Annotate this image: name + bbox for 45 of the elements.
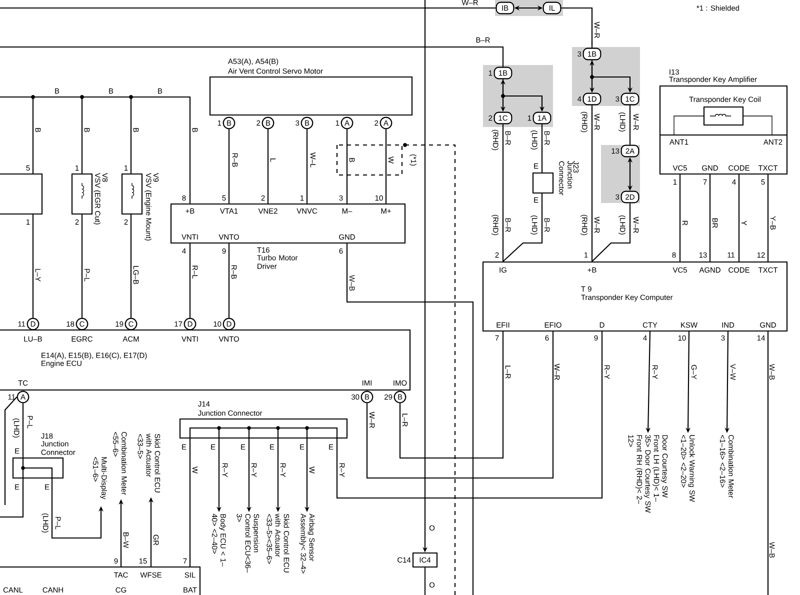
wire [591, 105, 593, 262]
ecu-box [0, 329, 411, 391]
wire [385, 129, 387, 204]
junction-connector-box [532, 161, 579, 196]
junction-connector-box [179, 401, 348, 439]
ecu-box [0, 566, 201, 595]
wire [346, 244, 474, 595]
valve-box [121, 172, 159, 241]
wire [399, 332, 504, 459]
wire [81, 214, 83, 318]
wire [738, 174, 740, 262]
wire [189, 244, 191, 318]
wire [32, 214, 34, 318]
wire [0, 478, 24, 518]
wire [0, 7, 496, 9]
wire [0, 96, 191, 204]
wire [189, 438, 191, 566]
wire [629, 105, 631, 145]
wire [228, 244, 230, 318]
wire [366, 332, 554, 479]
wire [336, 332, 603, 499]
wire [767, 332, 769, 595]
motor-box [209, 58, 413, 116]
wire [0, 46, 504, 67]
wire [346, 129, 348, 204]
amplifier-box [659, 69, 788, 175]
valve-box [71, 172, 108, 224]
wire [679, 174, 681, 262]
component-box [0, 173, 43, 215]
wire [502, 124, 504, 262]
coil-box [689, 96, 760, 126]
wire [592, 203, 631, 262]
wire [561, 7, 593, 48]
wire [4, 396, 18, 505]
wire [228, 129, 230, 204]
wire [502, 194, 543, 262]
computer-box [482, 261, 788, 332]
wire [424, 568, 426, 595]
wire [130, 214, 132, 318]
wire [767, 174, 769, 262]
wire [22, 403, 24, 458]
wire [306, 129, 308, 204]
wire [709, 174, 711, 262]
wire [267, 129, 269, 204]
wire [541, 124, 543, 172]
